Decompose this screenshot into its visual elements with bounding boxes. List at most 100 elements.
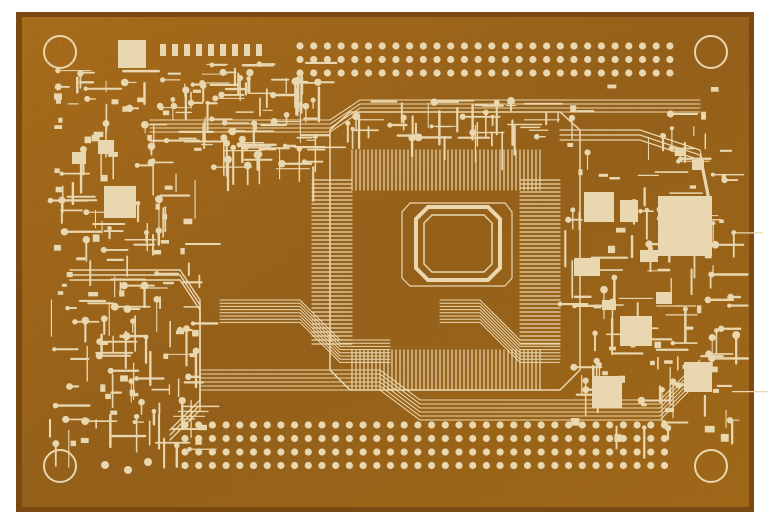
- mounting-hole: [694, 449, 728, 483]
- via: [183, 325, 190, 333]
- header-pin: [304, 448, 312, 456]
- header-pin: [460, 55, 468, 64]
- smd-pad: [220, 44, 226, 56]
- via: [147, 158, 155, 166]
- routing-bus: [219, 299, 391, 341]
- smd-pad: [153, 250, 162, 255]
- header-pin: [469, 434, 477, 443]
- via: [676, 158, 681, 164]
- header-pin: [529, 55, 537, 64]
- header-pin: [523, 421, 532, 429]
- header-pin: [647, 434, 655, 443]
- via: [59, 171, 64, 176]
- smd-pad: [630, 340, 636, 348]
- smd-pad: [719, 219, 724, 224]
- mounting-holes: [43, 35, 728, 483]
- header-pin: [578, 461, 586, 470]
- smd-pad: [164, 185, 173, 190]
- via: [83, 86, 88, 91]
- smd-pad: [609, 346, 616, 351]
- via: [228, 127, 237, 136]
- header-pin: [652, 55, 660, 64]
- via: [302, 102, 310, 110]
- smd-pad: [184, 44, 190, 56]
- header-pin: [263, 448, 271, 456]
- header-pin: [181, 434, 189, 443]
- via: [52, 402, 59, 409]
- via: [644, 207, 650, 213]
- header-pin: [263, 434, 271, 443]
- via: [110, 302, 119, 311]
- via: [294, 76, 301, 84]
- header-pin: [551, 448, 559, 456]
- header-pin: [592, 421, 600, 429]
- header-pin: [455, 434, 463, 443]
- header-pin: [181, 461, 189, 470]
- header-pin: [345, 421, 353, 429]
- smd-pad: [256, 44, 262, 56]
- header-pin: [543, 55, 551, 64]
- via: [141, 121, 149, 129]
- via: [163, 137, 170, 144]
- smd-pad: [183, 218, 193, 225]
- header-pin: [474, 69, 482, 77]
- via: [230, 144, 237, 151]
- smd-pad: [608, 245, 616, 254]
- header-pin: [537, 434, 545, 443]
- via: [107, 367, 114, 374]
- smd-pad: [708, 366, 718, 373]
- header-pin: [345, 434, 353, 443]
- via: [670, 340, 676, 346]
- via: [138, 398, 145, 406]
- via: [600, 285, 608, 294]
- smd-pad: [93, 131, 104, 138]
- via: [301, 159, 307, 165]
- via: [592, 330, 598, 336]
- via: [55, 67, 61, 74]
- via: [128, 378, 135, 385]
- smd-pad: [55, 99, 61, 104]
- header-pin: [441, 421, 449, 429]
- via: [84, 95, 91, 102]
- header-pin: [447, 42, 455, 50]
- header-pin: [392, 42, 400, 50]
- header-pin: [249, 448, 258, 456]
- via: [641, 425, 647, 430]
- header-pin: [249, 421, 258, 429]
- header-pin: [332, 461, 340, 470]
- copper-traces: [48, 61, 768, 469]
- header-pin: [510, 434, 518, 443]
- via: [95, 352, 104, 360]
- header-pin: [488, 42, 496, 50]
- mounting-hole: [43, 35, 77, 69]
- routing-bus: [219, 305, 391, 347]
- header-pin: [236, 461, 244, 470]
- header-pin: [428, 434, 436, 443]
- smd-pad: [61, 283, 67, 287]
- via: [572, 303, 578, 309]
- smd-pad: [162, 110, 170, 116]
- via: [187, 446, 192, 452]
- header-pin: [236, 434, 244, 443]
- smd-pad: [578, 169, 583, 176]
- via: [269, 91, 277, 99]
- via: [727, 303, 732, 308]
- via: [587, 266, 596, 274]
- via: [238, 135, 246, 143]
- smd-pad: [196, 44, 202, 56]
- via: [708, 333, 716, 342]
- header-pin: [638, 55, 647, 64]
- smd-pad: [92, 234, 100, 242]
- smd-pad: [704, 425, 715, 433]
- header-pin: [619, 434, 628, 443]
- via: [597, 362, 602, 367]
- header-pin: [660, 461, 669, 470]
- header-pin: [469, 461, 477, 470]
- smd-pad: [110, 410, 118, 415]
- header-pin: [433, 42, 441, 50]
- smd-pad: [91, 134, 100, 142]
- via: [568, 114, 576, 122]
- via: [350, 126, 355, 131]
- component-pad: [574, 258, 600, 276]
- via: [414, 133, 423, 142]
